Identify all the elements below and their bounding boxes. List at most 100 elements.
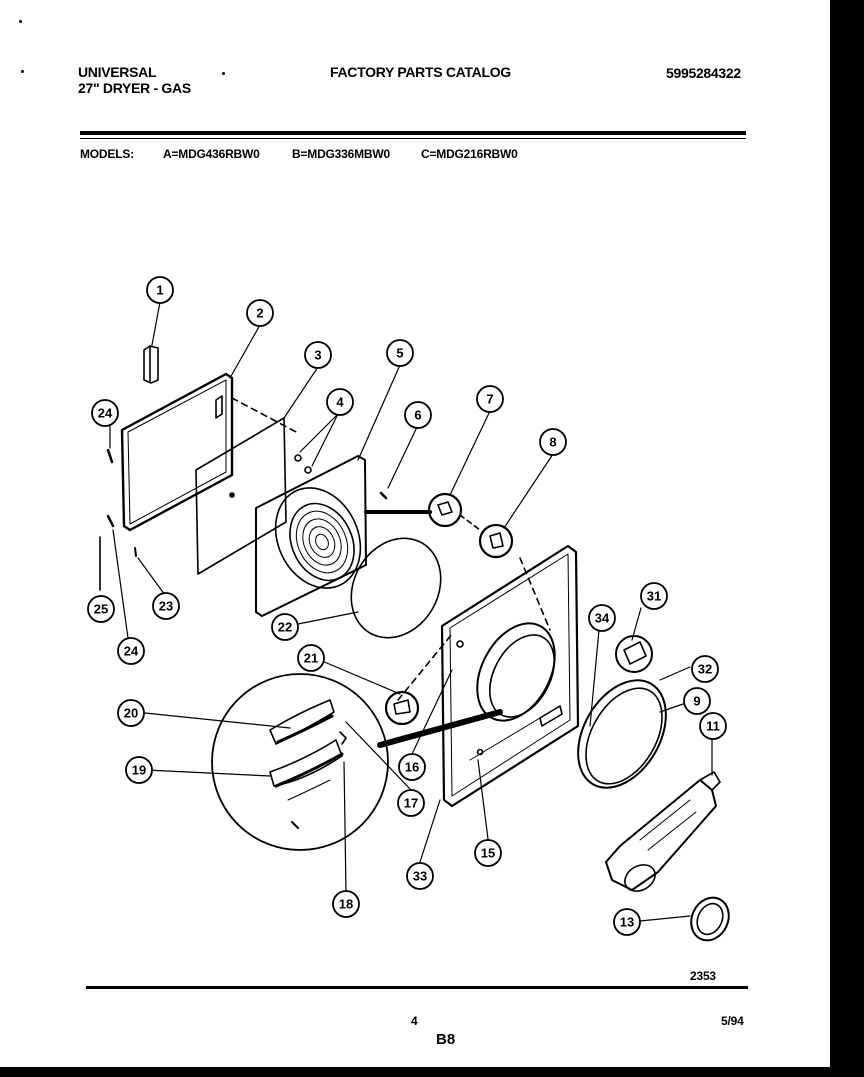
callout-label: 24 xyxy=(98,406,113,421)
callout-label: 17 xyxy=(404,796,418,811)
callout-label: 4 xyxy=(336,395,344,410)
callout-16 xyxy=(398,753,426,781)
callout-label: 3 xyxy=(314,348,321,363)
section-code: B8 xyxy=(436,1031,456,1048)
callout-17 xyxy=(397,789,425,817)
callout-label: 1 xyxy=(156,283,163,298)
callout-6 xyxy=(404,401,432,429)
scan-border-right xyxy=(830,0,864,1077)
callout-8 xyxy=(539,428,567,456)
callout-31 xyxy=(640,582,668,610)
clip-part xyxy=(106,448,114,464)
callout-22 xyxy=(271,613,299,641)
door-handle-part xyxy=(143,345,159,384)
header-rule-thin xyxy=(80,138,746,139)
callout-20 xyxy=(117,699,145,727)
callout-19 xyxy=(125,756,153,784)
part-31-bracket xyxy=(615,635,653,673)
callout-24-bottom xyxy=(117,637,145,665)
screw-part xyxy=(304,466,312,474)
callout-label: 9 xyxy=(693,694,700,709)
callout-7 xyxy=(476,385,504,413)
callout-label: 2 xyxy=(256,306,263,321)
callout-1 xyxy=(146,276,174,304)
callout-label: 5 xyxy=(396,346,403,361)
revision-date: 5/94 xyxy=(721,1014,744,1028)
latch-part xyxy=(364,492,463,528)
felt-seal-ring xyxy=(585,687,663,785)
page-number: 4 xyxy=(411,1014,418,1028)
footer-rule xyxy=(86,986,748,989)
callout-3 xyxy=(304,341,332,369)
callout-label: 20 xyxy=(124,706,138,721)
callout-label: 23 xyxy=(159,599,173,614)
callout-label: 7 xyxy=(486,392,493,407)
callout-label: 8 xyxy=(549,435,556,450)
figure-number: 2353 xyxy=(690,969,716,983)
model-c: C=MDG216RBW0 xyxy=(421,147,518,161)
callout-label: 13 xyxy=(620,915,634,930)
door-seal-ring xyxy=(350,537,442,639)
header-rule-thick xyxy=(80,131,746,135)
callout-label: 25 xyxy=(94,602,108,617)
detail-magnifier xyxy=(211,673,389,851)
screw-part xyxy=(134,547,137,557)
catalog-title: FACTORY PARTS CATALOG xyxy=(330,64,511,80)
callout-label: 31 xyxy=(647,589,661,604)
callout-21 xyxy=(297,644,325,672)
callout-label: 21 xyxy=(304,651,318,666)
duct-collar xyxy=(690,896,730,942)
callout-label: 6 xyxy=(414,408,421,423)
callout-25 xyxy=(87,595,115,623)
callout-4 xyxy=(326,388,354,416)
scan-speck xyxy=(19,20,22,23)
callout-label: 34 xyxy=(595,611,610,626)
callout-15 xyxy=(474,839,502,867)
strike-part xyxy=(478,523,514,559)
callout-label: 24 xyxy=(124,644,139,659)
callout-33 xyxy=(406,862,434,890)
callout-23 xyxy=(152,592,180,620)
callout-label: 16 xyxy=(405,760,419,775)
model-b: B=MDG336MBW0 xyxy=(292,147,390,161)
models-label: MODELS: xyxy=(80,147,134,161)
callout-label: 22 xyxy=(278,620,292,635)
callout-labels: 1 2 3 4 5 6 7 8 9 11 13 15 16 17 18 19 2… xyxy=(94,283,720,930)
screw-part xyxy=(294,454,302,462)
callout-32 xyxy=(691,655,719,683)
callout-5 xyxy=(386,339,414,367)
callout-label: 15 xyxy=(481,846,495,861)
callout-label: 19 xyxy=(132,763,146,778)
scan-speck xyxy=(222,72,225,75)
lint-duct xyxy=(605,771,721,892)
front-panel xyxy=(440,544,580,808)
callout-label: 18 xyxy=(339,897,353,912)
product-label: 27" DRYER - GAS xyxy=(78,80,191,96)
callout-24-top xyxy=(91,399,119,427)
pin-part xyxy=(379,491,388,500)
callout-13 xyxy=(613,908,641,936)
callout-2 xyxy=(246,299,274,327)
callout-label: 11 xyxy=(706,719,720,734)
catalog-number: 5995284322 xyxy=(666,65,741,81)
scan-speck xyxy=(21,70,24,73)
callout-bubbles xyxy=(87,276,727,936)
part-21-bracket xyxy=(384,690,420,726)
connector-band xyxy=(377,709,503,748)
brand-label: UNIVERSAL xyxy=(78,64,157,80)
drum-seal-ring xyxy=(577,679,667,789)
door-inner-panel xyxy=(195,417,287,575)
door-liner xyxy=(255,455,367,617)
callout-34 xyxy=(588,604,616,632)
model-a: A=MDG436RBW0 xyxy=(163,147,260,161)
clip-part xyxy=(106,514,115,528)
callout-18 xyxy=(332,890,360,918)
callout-label: 33 xyxy=(413,869,427,884)
callout-9 xyxy=(683,687,711,715)
scan-border-bottom xyxy=(0,1067,864,1077)
callout-11 xyxy=(699,712,727,740)
door-outer-panel xyxy=(120,372,234,532)
callout-label: 32 xyxy=(698,662,712,677)
leader-lines xyxy=(109,301,713,922)
